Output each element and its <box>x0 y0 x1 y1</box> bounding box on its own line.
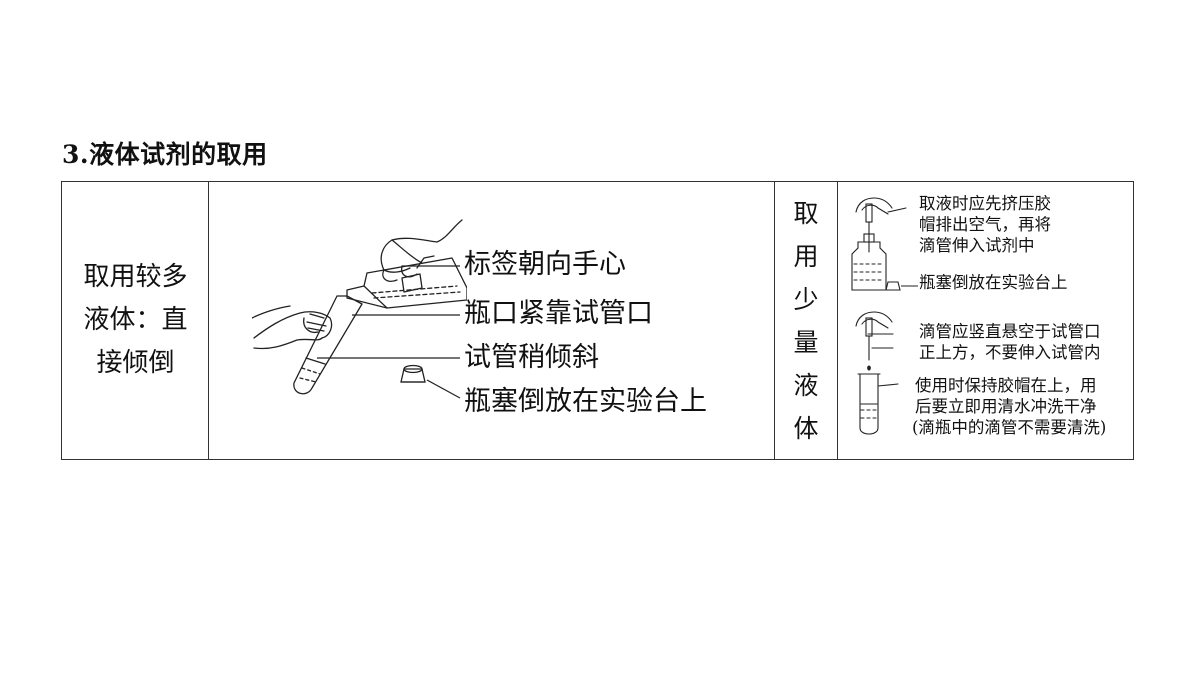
label-char: 取 <box>793 198 819 228</box>
label-line: 接倾倒 <box>96 348 175 378</box>
leader-lines <box>317 265 461 399</box>
annotation-label-facing-palm: 标签朝向手心 <box>464 249 626 280</box>
annotation-stopper-upside-down: 瓶塞倒放在实验台上 <box>464 386 707 417</box>
label-char: 液 <box>793 370 819 400</box>
stopper-icon <box>400 364 426 383</box>
pouring-illustration <box>252 219 467 395</box>
note-vertical-suspended-line2: 正上方，不要伸入试管内 <box>919 343 1101 362</box>
annotation-bottle-mouth: 瓶口紧靠试管口 <box>464 298 653 329</box>
label-line: 液体：直 <box>83 305 188 335</box>
section-heading: 3.液体试剂的取用 <box>62 140 268 169</box>
dropper-bottle-illustration <box>851 197 907 291</box>
note-squeeze-bulb-line3: 滴管伸入试剂中 <box>919 236 1035 255</box>
note-bulb-up-line1: 使用时保持胶帽在上，用 <box>915 376 1097 395</box>
annotation-tube-tilted: 试管稍倾斜 <box>464 342 599 373</box>
dropper-test-tube-illustration <box>855 311 899 435</box>
label-line: 取用较多 <box>83 262 188 292</box>
note-squeeze-bulb-line2: 帽排出空气，再将 <box>919 215 1051 234</box>
note-stopper-upside-down: 瓶塞倒放在实验台上 <box>919 273 1068 292</box>
label-char: 少 <box>793 284 819 314</box>
note-squeeze-bulb-line1: 取液时应先挤压胶 <box>919 194 1051 213</box>
divider <box>208 182 209 459</box>
note-bulb-up-line3: (滴瓶中的滴管不需要清洗) <box>912 418 1107 437</box>
label-char: 量 <box>793 327 819 357</box>
divider <box>837 182 838 459</box>
divider <box>774 182 775 459</box>
reagent-table: 取用较多 液体：直 接倾倒 <box>61 181 1134 460</box>
large-volume-label: 取用较多 液体：直 接倾倒 <box>62 182 209 459</box>
note-bulb-up-line2: 后要立即用清水冲洗干净 <box>915 397 1097 416</box>
label-char: 用 <box>793 241 819 271</box>
note-vertical-suspended-line1: 滴管应竖直悬空于试管口 <box>919 322 1101 341</box>
small-volume-label: 取 用 少 量 液 体 <box>775 182 837 459</box>
label-char: 体 <box>793 413 819 443</box>
small-stopper-icon <box>885 281 918 291</box>
